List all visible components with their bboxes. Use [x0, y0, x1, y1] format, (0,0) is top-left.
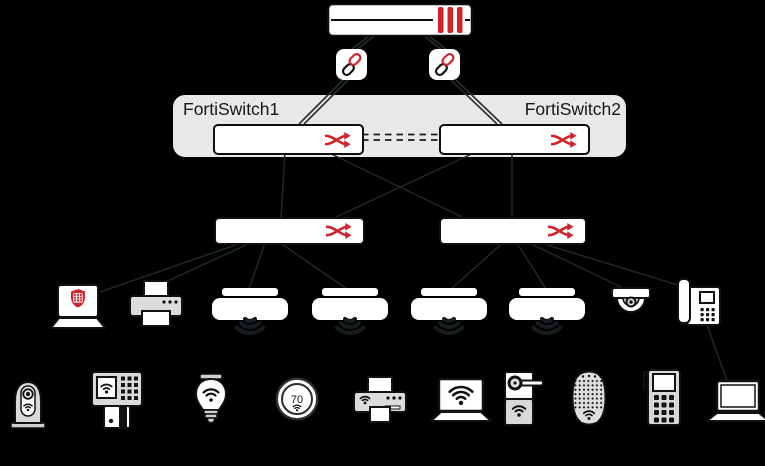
fortiswitch1-node [213, 124, 364, 155]
access-switch-1 [214, 217, 365, 245]
wifi-icon [359, 395, 371, 402]
wireless-laptop-icon [430, 378, 492, 422]
smart-speaker [569, 370, 609, 426]
wifi-icon [202, 388, 220, 397]
fortigate-node [327, 3, 473, 37]
printer-icon [129, 280, 183, 327]
access-point-icon [212, 288, 288, 336]
phone-handset [677, 278, 691, 324]
smart-bulb [191, 373, 231, 425]
fortiap-4 [509, 288, 585, 338]
wireless-printer-icon [353, 376, 407, 423]
ip-phone [677, 278, 721, 326]
forticlient-laptop-icon [50, 284, 106, 329]
wifi-icon [582, 410, 596, 417]
wireless-printer [353, 376, 407, 424]
mclag-icl-dashed-link [362, 133, 438, 141]
chain-link-icon [341, 52, 362, 77]
printer [129, 280, 183, 328]
forticlient-laptop [50, 284, 106, 330]
wifi-signal-down-icon [234, 316, 266, 336]
wireless-laptop [430, 378, 492, 424]
wifi-signal-down-icon [334, 316, 366, 336]
access-switch-2 [439, 217, 587, 245]
lag-link-1 [336, 49, 367, 80]
switch-crossover-icon [551, 131, 577, 148]
ptz-camera [8, 377, 48, 429]
switch-crossover-icon [326, 223, 352, 239]
wifi-signal-down-icon [433, 316, 465, 336]
keypad [654, 395, 674, 423]
access-control-reader [91, 371, 143, 431]
wifi-icon [100, 383, 113, 391]
laptop [706, 380, 765, 424]
dome-camera [611, 287, 651, 321]
wifi-icon [448, 385, 474, 401]
dome-camera-icon [611, 287, 651, 313]
smart-bulb-icon [194, 373, 228, 424]
fortiap-3 [411, 288, 487, 338]
ptz-camera-icon [10, 380, 46, 429]
keypad [121, 376, 138, 400]
thermostat-reading: 70 [291, 394, 303, 406]
card-reader-icon [91, 371, 143, 429]
fortiap-1 [212, 288, 288, 338]
wifi-icon [23, 403, 33, 409]
access-point-icon [411, 288, 487, 336]
fortigate-icon [327, 3, 473, 37]
fortiswitch2-label: FortiSwitch2 [524, 99, 621, 119]
fortiap-2 [312, 288, 388, 338]
thermostat-icon: 70 [275, 377, 319, 421]
smart-speaker-icon [571, 370, 607, 426]
pos-terminal-icon [642, 369, 681, 426]
ip-phone-icon [677, 278, 721, 326]
smart-door-lock [502, 371, 544, 427]
door-lock-icon [504, 371, 544, 426]
switch-crossover-icon [325, 131, 351, 148]
fortiswitch1-label: FortiSwitch1 [183, 99, 280, 119]
switch-crossover-icon [548, 223, 574, 239]
laptop-icon [706, 380, 765, 422]
access-point-icon [509, 288, 585, 336]
chain-link-icon [434, 52, 455, 77]
thermostat: 70 [275, 377, 319, 421]
pos-terminal [641, 369, 685, 427]
wifi-icon [511, 405, 527, 413]
fortiswitch2-node [439, 124, 590, 155]
wifi-icon [292, 404, 302, 410]
lag-link-2 [429, 49, 460, 80]
access-point-icon [312, 288, 388, 336]
wifi-signal-down-icon [531, 316, 563, 336]
